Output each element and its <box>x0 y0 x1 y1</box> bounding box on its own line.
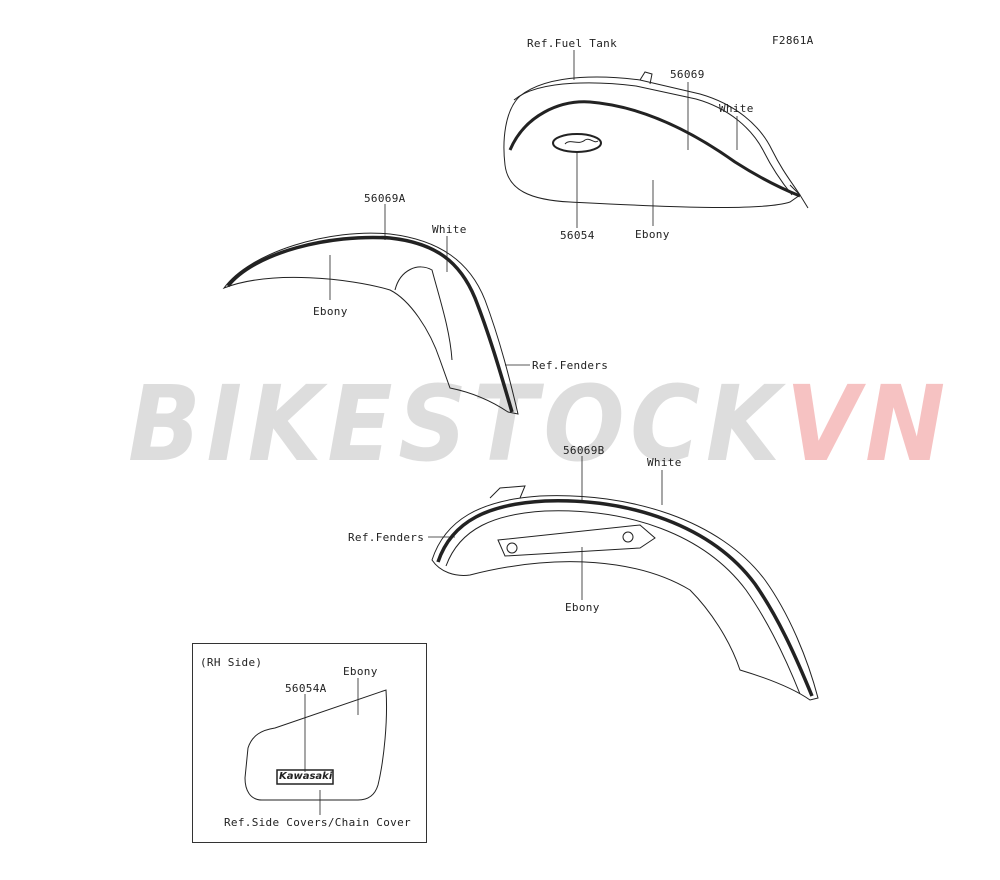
front-ref-fenders-label: Ref.Fenders <box>532 359 609 372</box>
deluxe-emblem <box>552 133 602 153</box>
inset-title: (RH Side) <box>200 656 263 669</box>
tank-ebony-label: Ebony <box>635 228 670 241</box>
rh-side-inset <box>192 643 427 843</box>
rear-fender-flap <box>489 485 526 499</box>
front-fender-outline <box>222 232 519 415</box>
rear-fender <box>431 485 819 701</box>
rear-fender-bracket <box>497 524 656 557</box>
figure-code: F2861A <box>772 34 814 47</box>
rear-fender-stripe <box>436 499 814 697</box>
rear-ref-fenders-label: Ref.Fenders <box>348 531 425 544</box>
rear-fender-hole-right <box>622 531 634 543</box>
inset-part-number: 56054A <box>285 682 327 695</box>
rear-fender-hole-left <box>506 542 518 554</box>
tank-white-label: White <box>719 102 754 115</box>
tank-cap <box>639 71 653 85</box>
front-fender-part-number: 56069A <box>364 192 406 205</box>
tank-part-number: 56069 <box>670 68 705 81</box>
front-fender <box>222 232 519 415</box>
fuel-tank <box>503 71 809 209</box>
front-ebony-label: Ebony <box>313 305 348 318</box>
ref-fuel-tank-label: Ref.Fuel Tank <box>527 37 617 50</box>
rear-fender-part-number: 56069B <box>563 444 605 457</box>
tank-outline <box>503 76 801 208</box>
front-fender-stripe <box>226 235 514 413</box>
front-fender-mount <box>394 266 453 361</box>
tank-emblem-part-number: 56054 <box>560 229 595 242</box>
tank-rear-clip <box>789 184 809 209</box>
front-white-label: White <box>432 223 467 236</box>
tank-inner-line <box>513 82 793 196</box>
tank-stripe <box>508 100 801 198</box>
side-cover-outline <box>244 689 388 801</box>
ref-side-covers-label: Ref.Side Covers/Chain Cover <box>224 816 411 829</box>
rear-fender-stripe-inner <box>445 510 801 695</box>
inset-ebony-label: Ebony <box>343 665 378 678</box>
leader-lines <box>304 50 738 815</box>
rear-white-label: White <box>647 456 682 469</box>
rear-fender-outline <box>431 495 819 701</box>
deluxe-emblem-script <box>564 138 599 145</box>
side-cover <box>244 689 388 801</box>
kawasaki-badge-text: Kawasaki <box>279 771 333 782</box>
rear-ebony-label: Ebony <box>565 601 600 614</box>
watermark-accent: VN <box>785 363 951 485</box>
